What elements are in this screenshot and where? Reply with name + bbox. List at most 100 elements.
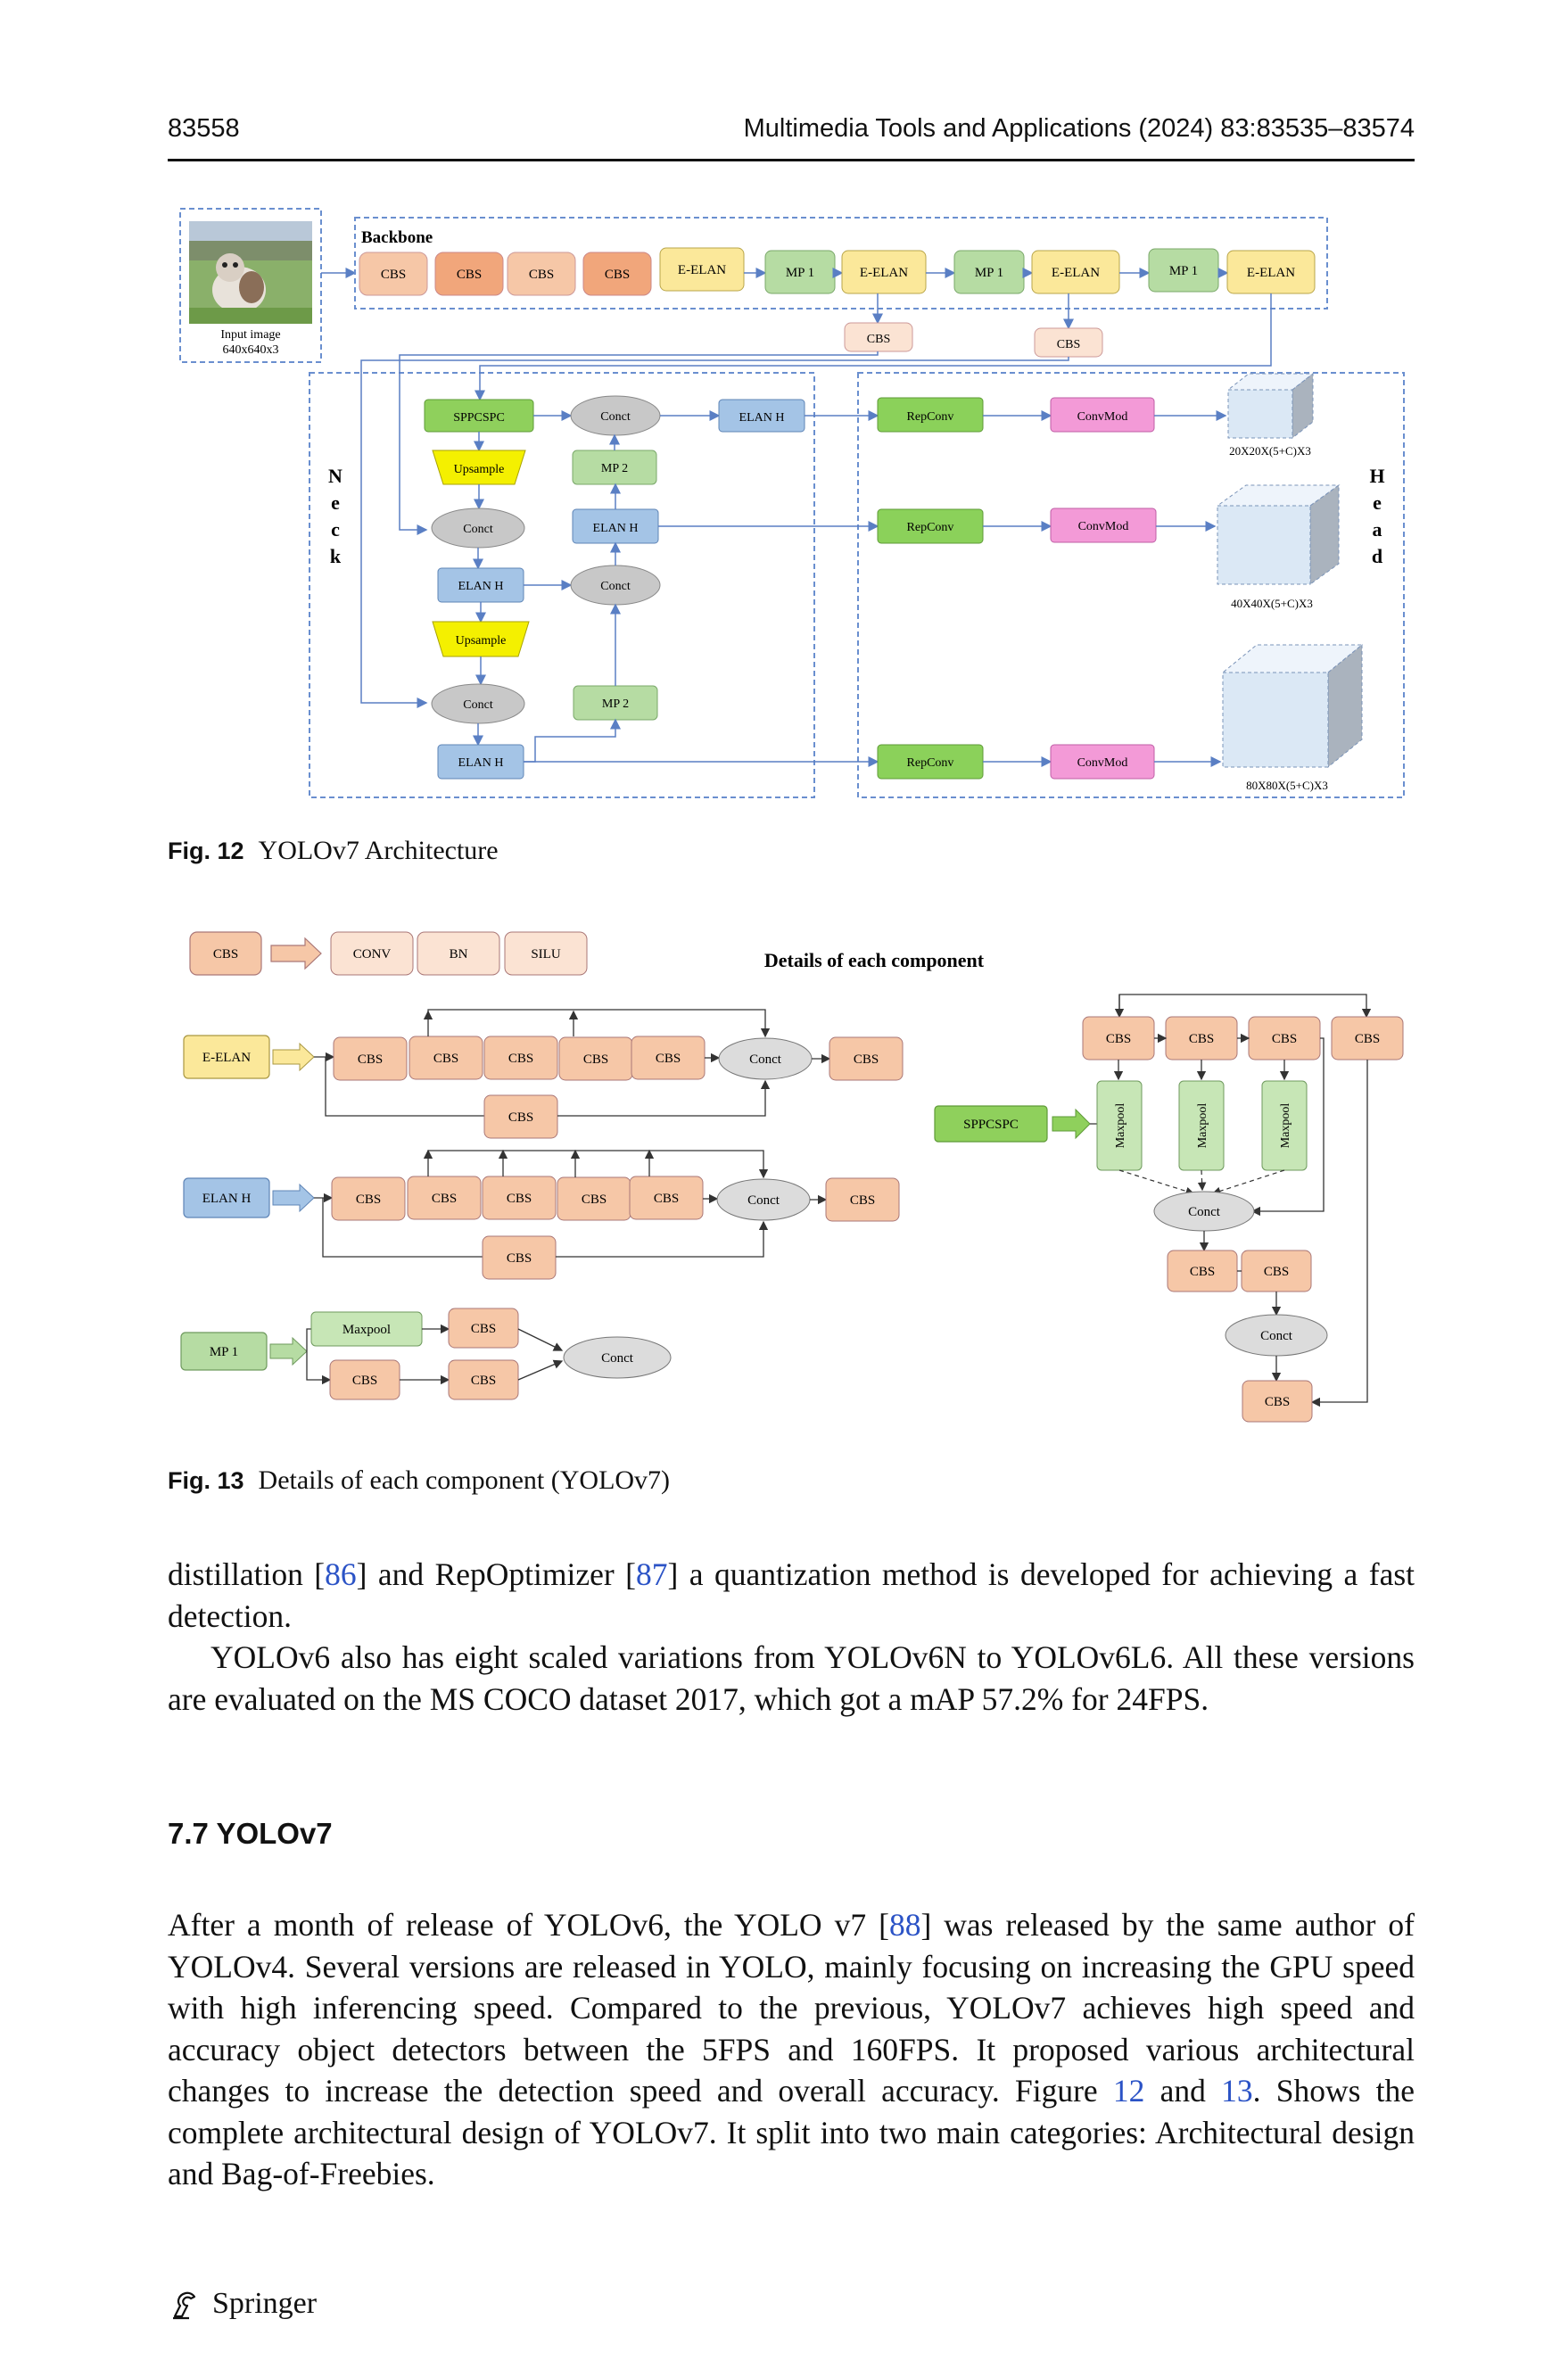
svg-text:CBS: CBS	[457, 268, 482, 282]
publisher-name: Springer	[212, 2287, 318, 2320]
svg-text:CBS: CBS	[352, 1374, 377, 1388]
def-cbs: CBS	[189, 931, 262, 976]
svg-text:CBS: CBS	[358, 1052, 383, 1067]
neck-mp2-1: MP 2	[572, 450, 657, 485]
input-caption-2: 640x640x3	[223, 343, 279, 357]
paragraph-yolov6-variations: YOLOv6 also has eight scaled variations …	[168, 1639, 1415, 1717]
output-label-40: 40X40X(5+C)X3	[1231, 597, 1313, 610]
backbone-e-elan-3: E-ELAN	[1031, 250, 1120, 294]
spp-cbs-2: CBS	[1165, 1016, 1238, 1061]
neck-elan-h-4: ELAN H	[437, 744, 524, 780]
head-output-cube-40	[1216, 484, 1341, 585]
svg-text:Upsample: Upsample	[456, 634, 507, 648]
svg-text:BN: BN	[450, 947, 468, 962]
elan-h-cbs-5: CBS	[629, 1176, 704, 1220]
elan-h-conct: Conct	[716, 1178, 811, 1221]
neck-mp2-2: MP 2	[573, 685, 658, 721]
svg-text:CBS: CBS	[582, 1193, 607, 1207]
svg-text:CBS: CBS	[854, 1052, 879, 1067]
body-paragraph-yolov7: After a month of release of YOLOv6, the …	[168, 1904, 1415, 2195]
svg-text:CBS: CBS	[508, 1052, 533, 1066]
neck-conct-3: Conct	[570, 565, 661, 606]
backbone-e-elan-4: E-ELAN	[1226, 250, 1316, 294]
e-elan-cbs-4: CBS	[558, 1036, 633, 1081]
figure-13-link[interactable]: 13	[1221, 2073, 1253, 2109]
svg-text:Conct: Conct	[747, 1193, 780, 1208]
def-mp1: MP 1	[180, 1332, 268, 1371]
head-convmod-3: ConvMod	[1050, 744, 1155, 780]
svg-text:a: a	[1373, 518, 1382, 541]
figure-12-link[interactable]: 12	[1112, 2073, 1145, 2109]
svg-text:MP 1: MP 1	[975, 266, 1003, 280]
mp1-arrow	[269, 1336, 308, 1366]
def-bn: BN	[417, 931, 500, 976]
e-elan-cbs-bottom: CBS	[483, 1094, 558, 1139]
def-elan-h: ELAN H	[183, 1177, 270, 1218]
ref-88[interactable]: 88	[888, 1907, 921, 1943]
svg-text:H: H	[1369, 465, 1384, 487]
neck-elan-h-3: ELAN H	[437, 567, 524, 603]
svg-text:e: e	[331, 491, 340, 514]
svg-text:ELAN H: ELAN H	[458, 756, 504, 770]
svg-text:ELAN H: ELAN H	[739, 411, 785, 425]
svg-text:MP 2: MP 2	[601, 462, 628, 475]
svg-text:E-ELAN: E-ELAN	[860, 266, 908, 280]
svg-text:CBS: CBS	[508, 1110, 533, 1125]
head-convmod-1: ConvMod	[1050, 397, 1155, 433]
backbone-mp1-1: MP 1	[764, 250, 836, 294]
backbone-label: Backbone	[361, 228, 433, 247]
def-silu: SILU	[504, 931, 588, 976]
spp-cbs-out: CBS	[1242, 1380, 1313, 1423]
page-number: 83558	[168, 114, 240, 143]
spp-maxpool-1: Maxpool	[1096, 1080, 1143, 1171]
ref-86[interactable]: 86	[325, 1556, 357, 1592]
figure-12-label: Fig. 12	[168, 838, 244, 864]
footer-publisher: Springer	[168, 2286, 317, 2322]
svg-text:RepConv: RepConv	[907, 410, 954, 424]
fig13-title: Details of each component	[764, 949, 985, 971]
mp1-cbs-2: CBS	[329, 1359, 400, 1400]
backbone-cbs-3: CBS	[507, 252, 576, 296]
svg-text:CBS: CBS	[1264, 1265, 1289, 1279]
svg-text:c: c	[331, 518, 340, 541]
e-elan-cbs-out: CBS	[829, 1036, 904, 1081]
svg-text:ConvMod: ConvMod	[1077, 410, 1128, 424]
neck-upsample-1: Upsample	[432, 450, 526, 485]
svg-text:CBS: CBS	[471, 1322, 496, 1336]
neck-frame	[309, 372, 815, 798]
backbone-e-elan-2: E-ELAN	[841, 250, 927, 294]
svg-text:CBS: CBS	[1265, 1395, 1290, 1409]
figure-13-caption-text: Details of each component (YOLOv7)	[258, 1465, 671, 1495]
svg-text:CBS: CBS	[507, 1251, 532, 1266]
svg-text:Maxpool: Maxpool	[1279, 1103, 1292, 1149]
spp-maxpool-2: Maxpool	[1178, 1080, 1225, 1171]
mp1-maxpool: Maxpool	[310, 1311, 423, 1347]
spp-cbs-4: CBS	[1331, 1016, 1404, 1061]
mp1-cbs-3: CBS	[448, 1359, 519, 1400]
svg-text:E-ELAN: E-ELAN	[678, 263, 726, 277]
svg-text:E-ELAN: E-ELAN	[202, 1051, 251, 1065]
elan-h-arrow	[272, 1183, 315, 1213]
svg-text:d: d	[1372, 545, 1382, 567]
svg-text:e: e	[1373, 491, 1382, 514]
e-elan-cbs-3: CBS	[483, 1036, 558, 1080]
input-caption-1: Input image	[220, 328, 280, 342]
svg-text:Conct: Conct	[600, 410, 631, 424]
svg-text:Maxpool: Maxpool	[1196, 1103, 1209, 1149]
spp-cbs-1: CBS	[1082, 1016, 1155, 1061]
elan-h-cbs-bottom: CBS	[482, 1235, 557, 1280]
head-label: H e a d	[1369, 465, 1384, 567]
svg-text:Maxpool: Maxpool	[1114, 1103, 1127, 1149]
svg-text:Conct: Conct	[463, 698, 493, 712]
figure-12-yolov7-architecture: Input image 640x640x3 Backbone CBS CBS C…	[179, 208, 1405, 798]
mp1-cbs-1: CBS	[448, 1308, 519, 1349]
svg-text:Conct: Conct	[749, 1052, 782, 1067]
elan-h-cbs-4: CBS	[557, 1176, 631, 1221]
ref-87[interactable]: 87	[636, 1556, 668, 1592]
svg-text:Upsample: Upsample	[454, 463, 505, 476]
lateral-cbs-2: CBS	[1034, 327, 1103, 358]
svg-text:E-ELAN: E-ELAN	[1052, 266, 1100, 280]
svg-text:ELAN H: ELAN H	[593, 522, 639, 535]
